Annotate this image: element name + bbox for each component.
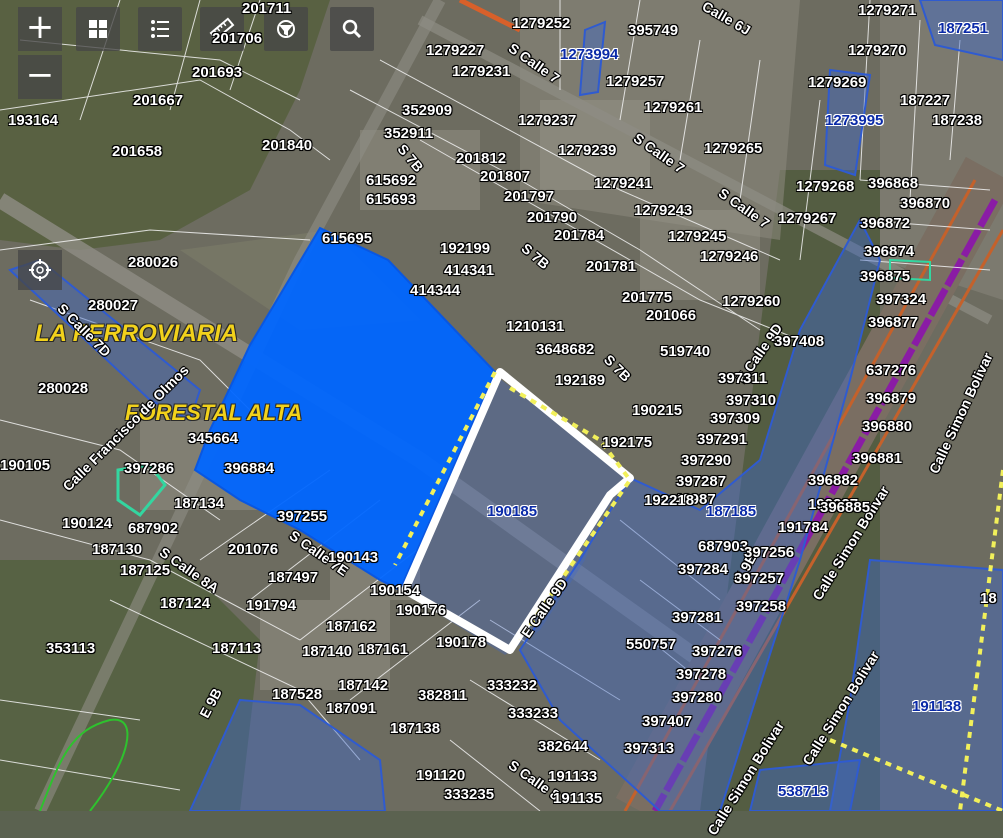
crosshair-icon [29, 259, 51, 281]
basemap-gallery-button[interactable] [76, 7, 120, 51]
zoom-out-button[interactable]: − [18, 55, 62, 99]
locate-button[interactable] [18, 250, 62, 290]
search-icon [342, 19, 362, 39]
layer-list-button[interactable] [138, 7, 182, 51]
list-icon [151, 20, 169, 38]
search-button[interactable] [330, 7, 374, 51]
ruler-icon [209, 17, 235, 41]
selected-parcel [193, 226, 497, 592]
measure-button[interactable] [200, 7, 244, 51]
grid-icon [89, 20, 107, 38]
filter-icon [277, 20, 295, 38]
map-canvas[interactable] [0, 0, 1003, 811]
filter-button[interactable] [264, 7, 308, 51]
zoom-in-button[interactable]: + [18, 7, 62, 51]
